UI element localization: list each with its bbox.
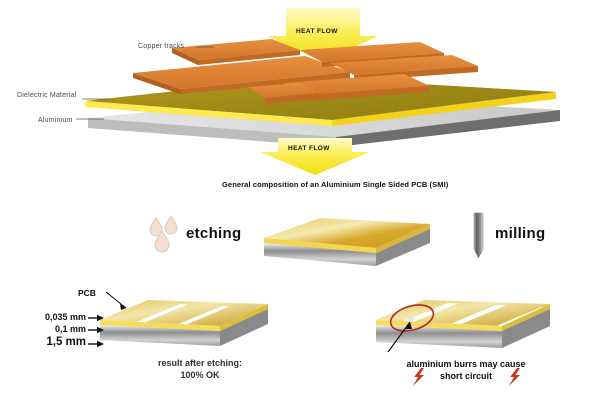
arrow-icon-dielectric xyxy=(88,326,104,334)
dimension-copper: 0,035 mm xyxy=(44,312,86,322)
heat-flow-top-label: HEAT FLOW xyxy=(296,28,338,35)
milled-board-illustration xyxy=(376,300,550,353)
red-ellipse-highlight-icon xyxy=(389,304,435,332)
lightning-bolt-icon-right xyxy=(509,368,520,386)
exploded-board-illustration xyxy=(76,8,560,175)
burr-pointer-arrow xyxy=(387,321,412,353)
arrow-icon-copper xyxy=(88,314,104,322)
etched-board-illustration xyxy=(100,291,268,346)
arrow-icon-aluminium xyxy=(88,340,104,348)
milling-cutter-icon xyxy=(473,212,484,259)
laminate-board-illustration xyxy=(264,218,430,266)
milling-warning-line1: aluminium burrs may cause xyxy=(406,359,526,369)
process-label-etching: etching xyxy=(186,225,242,242)
droplet-icon xyxy=(149,215,178,253)
dimension-aluminium: 1,5 mm xyxy=(46,336,86,348)
etching-result-line2: 100% OK xyxy=(180,370,220,380)
copper-tracks-shape xyxy=(133,39,478,104)
diagram-caption: General composition of an Aluminium Sing… xyxy=(222,180,449,189)
label-dielectric-material: Dielectric Material xyxy=(17,92,77,99)
label-leader-lines xyxy=(76,46,214,120)
etching-result-line1: result after etching: xyxy=(157,358,242,368)
label-aluminium: Aluminium xyxy=(38,117,73,124)
heat-flow-bottom-label: HEAT FLOW xyxy=(288,145,330,152)
milling-warning-line2: short circuit xyxy=(439,371,492,381)
heat-flow-arrow-bottom xyxy=(260,138,370,175)
process-label-milling: milling xyxy=(495,225,546,242)
dimension-dielectric: 0,1 mm xyxy=(54,324,86,334)
lightning-bolt-icon-left xyxy=(413,368,424,386)
pcb-tag-label: PCB xyxy=(78,288,96,298)
label-copper-tracks: Copper tracks xyxy=(138,43,185,50)
pcb-pointer-arrow xyxy=(105,291,127,310)
